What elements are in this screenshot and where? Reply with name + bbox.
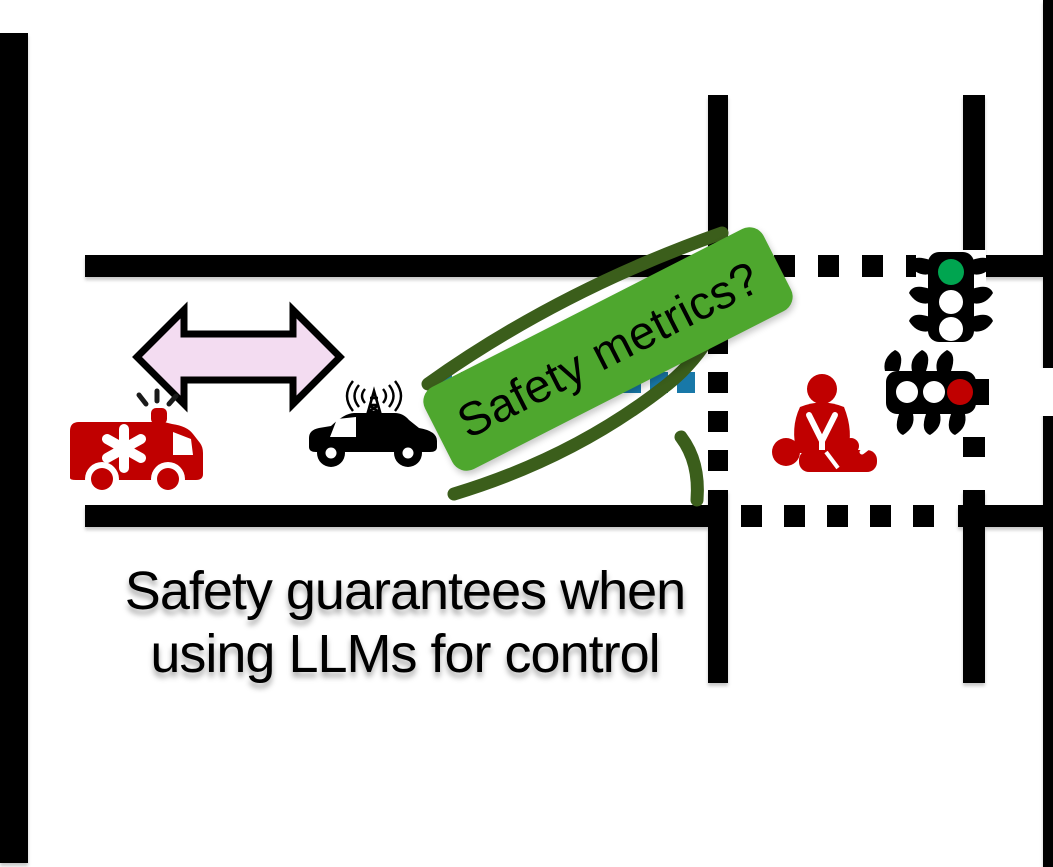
antenna-icon: [364, 386, 384, 420]
road-lower-left: [85, 505, 728, 527]
ambulance-icon: [70, 388, 203, 496]
traffic-light-green-icon: [909, 250, 993, 348]
star-of-life-icon: [102, 424, 146, 473]
traffic-light-red-icon: [882, 350, 1053, 435]
road-left-edge: [0, 33, 28, 863]
green-light: [938, 259, 964, 285]
road-vertical-bottom-left: [708, 490, 728, 683]
radio-waves-icon: [345, 380, 403, 412]
caption-line-2: using LLMs for control: [150, 624, 660, 684]
swoosh-upper-arc: [421, 226, 729, 391]
caption-line-1: Safety guarantees when: [124, 561, 686, 621]
road-upper-left: [85, 255, 728, 277]
double-arrow-icon: [132, 301, 345, 413]
car-with-antenna-icon: [309, 380, 437, 467]
red-light: [947, 379, 973, 405]
road-vertical-top-right: [963, 95, 985, 277]
swoosh-tail-arc: [674, 430, 704, 507]
road-right-edge: [1043, 0, 1053, 867]
road-vertical-bottom-right: [963, 490, 985, 683]
cpr-first-aid-icon: [772, 374, 879, 472]
caption: Safety guarantees when using LLMs for co…: [60, 560, 750, 686]
siren-flash-icon: [136, 388, 179, 407]
